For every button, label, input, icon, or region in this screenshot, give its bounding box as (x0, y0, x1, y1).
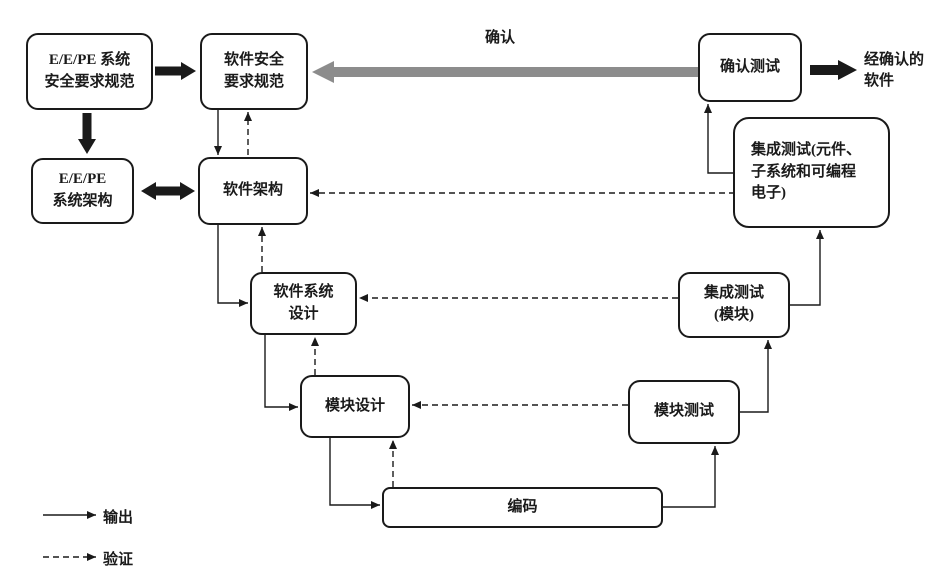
output-result-text: 经确认的 软件 (864, 50, 924, 92)
connector-moduledesign-to-coding (329, 438, 380, 509)
box-ee-system-arch: E/E/PE 系统架构 (31, 158, 134, 224)
box-label: 集成测试(元件、 (751, 141, 861, 158)
box-module-test: 模块测试 (628, 380, 740, 444)
validation-arrow-label: 确认 (455, 28, 545, 49)
box-integration-test-pe: 集成测试(元件、 子系统和可编程 电子) (733, 117, 890, 228)
box-label: 编码 (507, 498, 538, 515)
thick-arrow-validationtest-to-output (810, 60, 857, 80)
box-label: 安全要求规范 (44, 73, 135, 90)
box-label: 软件架构 (222, 182, 283, 199)
box-label: 集成测试 (703, 285, 764, 302)
box-ee-system-srs: E/E/PE 系统 安全要求规范 (26, 33, 153, 110)
box-sw-system-design: 软件系统 设计 (250, 272, 357, 335)
box-sw-srs: 软件安全 要求规范 (200, 33, 308, 110)
box-label: 设计 (288, 305, 319, 322)
box-coding: 编码 (382, 487, 663, 528)
box-label: E/E/PE 系统 (48, 51, 131, 68)
box-label: 电子) (751, 185, 786, 202)
box-sw-arch: 软件架构 (198, 157, 308, 225)
box-label: 模块测试 (653, 403, 714, 420)
connector-swsysdesign-to-moduledesign (264, 335, 298, 411)
thick-arrow-eearch-swarch-bidirectional (141, 182, 195, 200)
box-validation-test: 确认测试 (698, 33, 802, 102)
legend-dashed-label-text: 验证 (103, 552, 134, 568)
box-label: (模块) (714, 307, 754, 323)
box-label: 子系统和可编程 (751, 163, 857, 180)
box-label: E/E/PE (58, 171, 107, 188)
legend-dashed-label: 验证 (103, 548, 133, 569)
output-result-line: 经确认的 (864, 52, 925, 68)
connector-integrationpe-to-validationtest (704, 104, 735, 174)
gray-validation-arrow (312, 61, 698, 83)
box-label: 系统架构 (52, 193, 113, 209)
connector-swarch-to-swsysdesign (217, 225, 248, 307)
validation-arrow-label-text: 确认 (484, 30, 515, 46)
legend-solid-label: 输出 (103, 506, 133, 527)
box-module-design: 模块设计 (300, 375, 410, 438)
box-label: 确认测试 (719, 58, 780, 75)
thick-arrow-eesrs-to-swsrs (155, 62, 196, 80)
box-integration-test-module: 集成测试 (模块) (678, 272, 790, 338)
box-label: 软件安全 (223, 51, 284, 68)
output-result-line: 软件 (864, 73, 895, 89)
connector-integrationmodule-to-integrationpe (790, 230, 824, 306)
box-label: 要求规范 (223, 73, 284, 90)
legend-solid-label-text: 输出 (103, 510, 134, 526)
thick-arrow-eesrs-to-eearch (78, 113, 96, 154)
connector-coding-to-moduletest (663, 446, 719, 508)
box-label: 模块设计 (324, 397, 385, 414)
connector-moduletest-to-integrationmodule (740, 340, 772, 413)
box-label: 软件系统 (273, 283, 334, 300)
